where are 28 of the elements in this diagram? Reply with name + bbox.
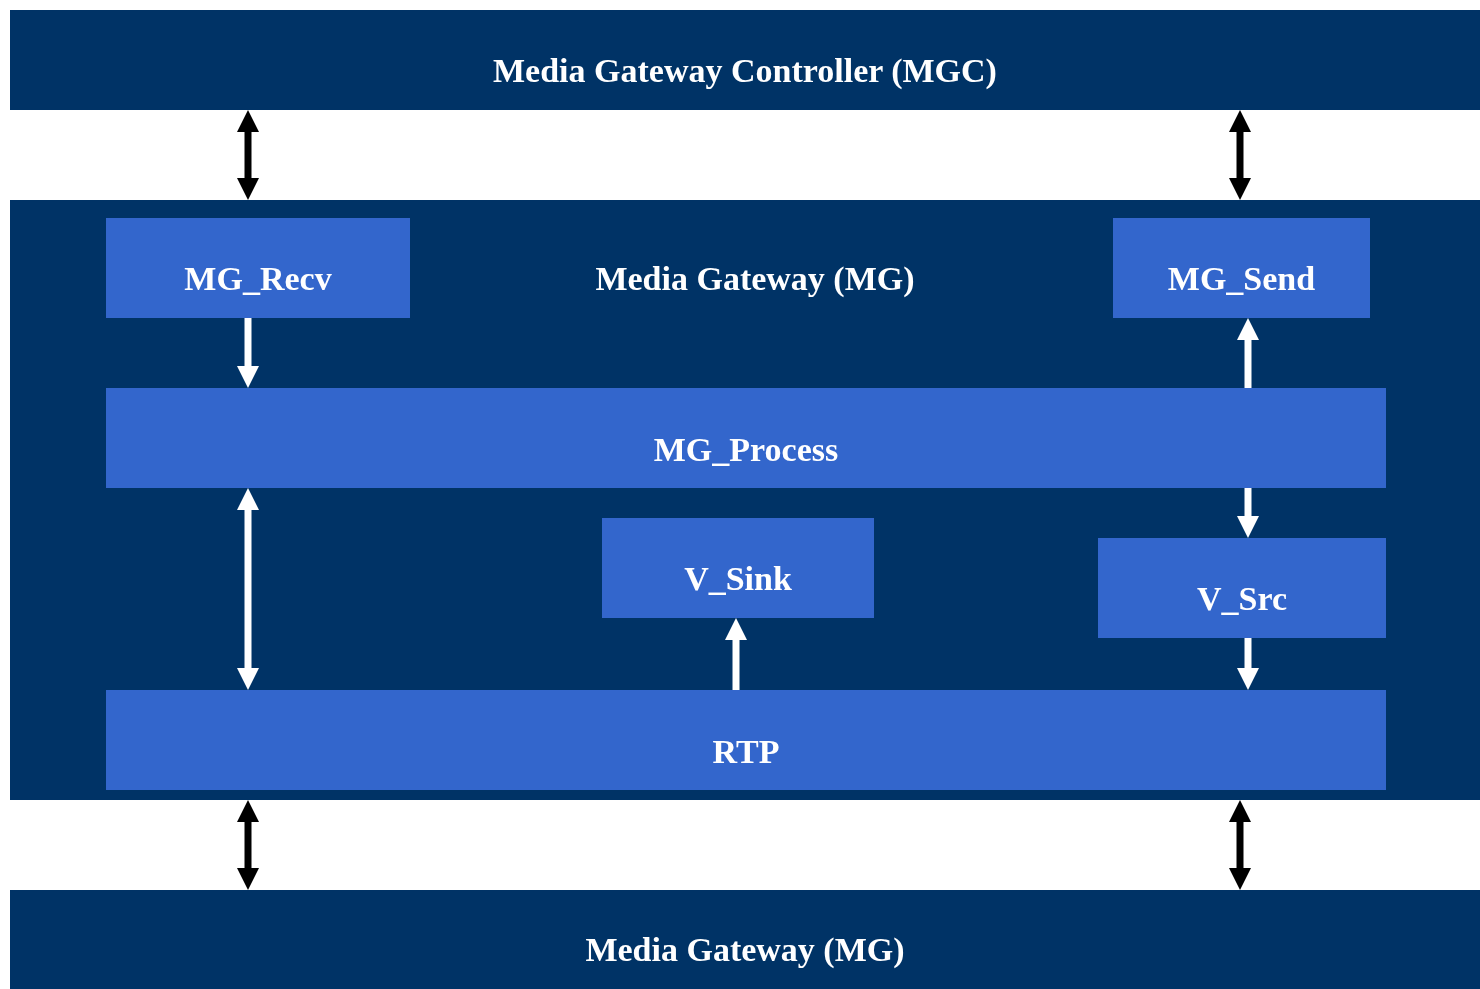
arrow — [1237, 638, 1259, 690]
arrow — [237, 800, 259, 890]
module-box — [106, 388, 1386, 488]
module-label: MG_Recv — [184, 258, 332, 299]
arrow — [237, 318, 259, 388]
arrow — [1237, 318, 1259, 388]
arrow — [237, 110, 259, 200]
module-label: MG_Send — [1167, 258, 1316, 299]
module-label: Media Gateway (MG) — [585, 930, 905, 971]
arrow — [237, 488, 259, 690]
module-label: V_Sink — [684, 558, 792, 599]
module-box — [1113, 218, 1370, 318]
module-label: RTP — [712, 731, 780, 772]
module-label: Media Gateway Controller (MGC) — [493, 50, 997, 91]
module-box — [106, 218, 410, 318]
module-box — [1098, 538, 1386, 638]
arrow — [1237, 488, 1259, 538]
arrow — [1229, 110, 1251, 200]
panel-title: Media Gateway (MG) — [594, 259, 916, 299]
arrow — [1229, 800, 1251, 890]
module-label: V_Src — [1197, 578, 1287, 619]
module-label: MG_Process — [653, 429, 839, 470]
gateway-band — [10, 890, 1480, 989]
gateway-panel — [10, 200, 1480, 800]
controller-band — [10, 10, 1480, 110]
arrow — [725, 618, 747, 690]
module-box — [106, 690, 1386, 790]
module-box — [602, 518, 874, 618]
